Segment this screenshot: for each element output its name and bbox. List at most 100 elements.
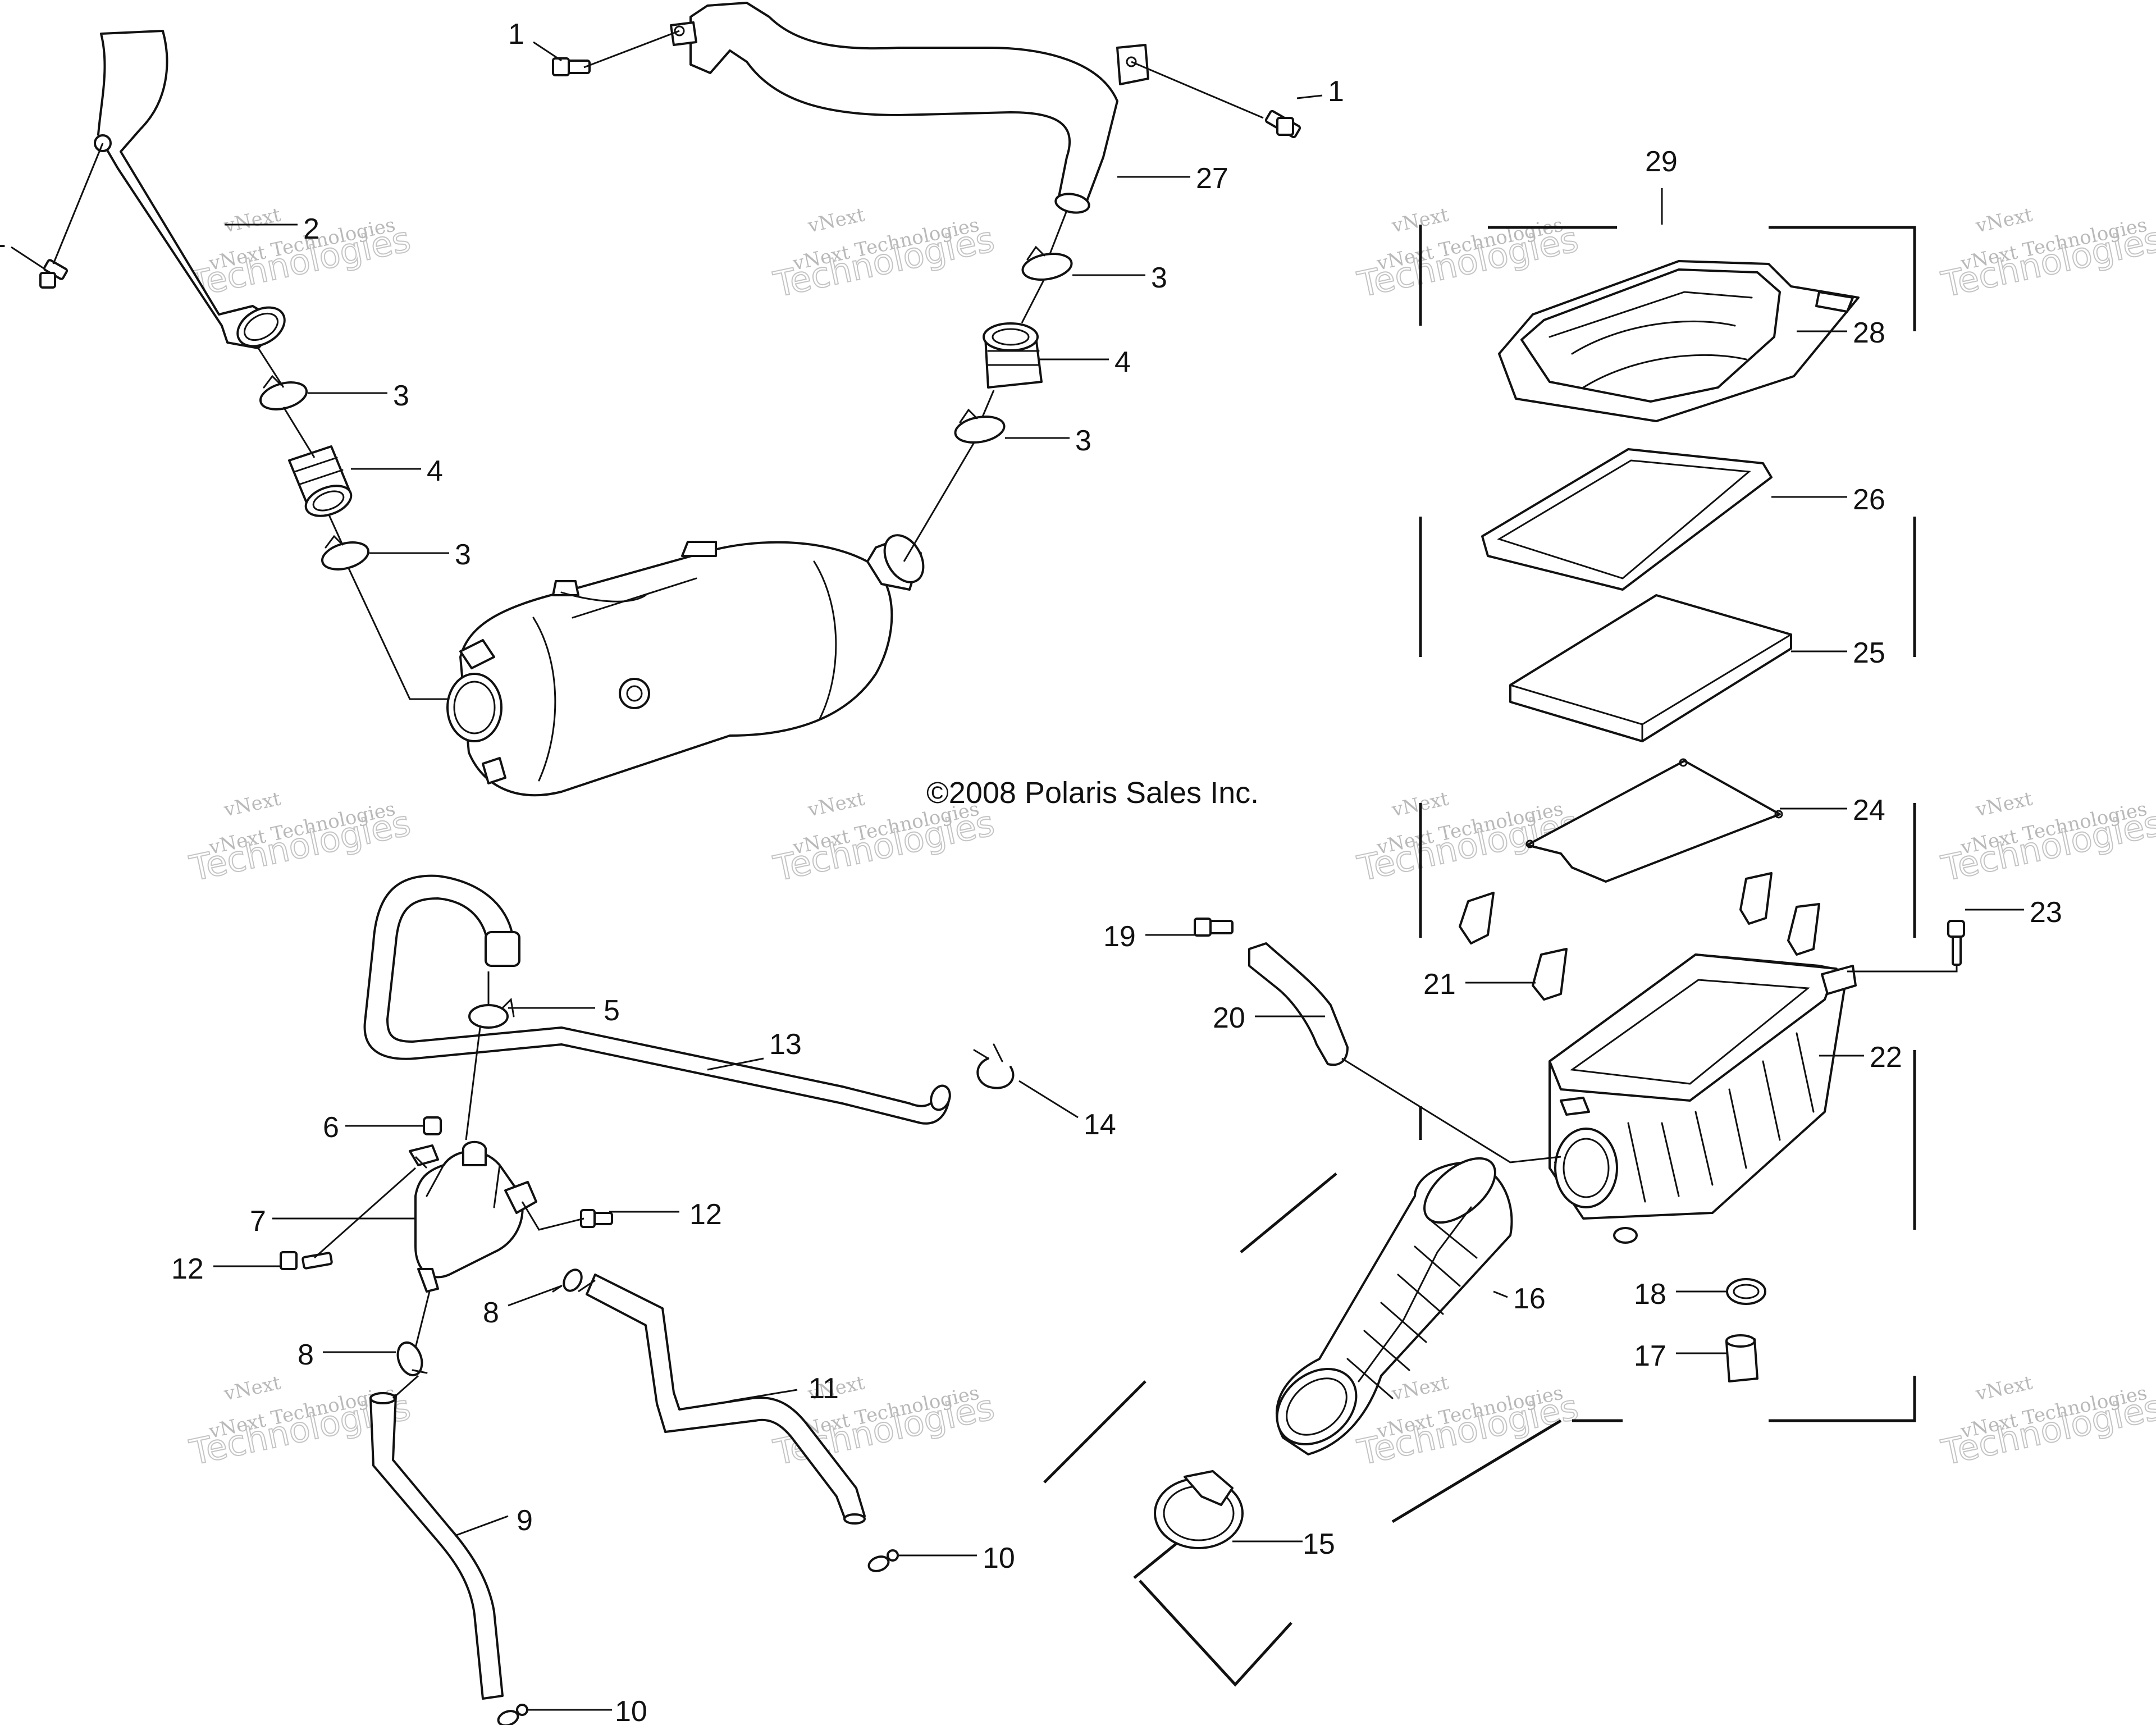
watermark: Technologies vNext vNext Technologies	[770, 203, 999, 305]
nut-6[interactable]	[423, 1116, 442, 1135]
watermark: Technologies vNext vNext Technologies	[1354, 787, 1583, 889]
callout-24: 24	[1780, 794, 1885, 827]
svg-text:©2008 Polaris Sales Inc.: ©2008 Polaris Sales Inc.	[926, 776, 1259, 810]
clip-21[interactable]	[1532, 948, 1568, 1001]
vent-hose-13[interactable]	[363, 874, 953, 1125]
callout-19: 19	[1103, 920, 1196, 953]
clamp-3[interactable]	[319, 535, 372, 574]
svg-text:8: 8	[298, 1339, 314, 1371]
callout-2: 2	[225, 213, 319, 245]
svg-text:10: 10	[615, 1695, 647, 1725]
svg-text:12: 12	[171, 1253, 204, 1285]
bolt-1[interactable]	[552, 57, 591, 76]
svg-text:10: 10	[983, 1542, 1015, 1575]
callout-9: 9	[454, 1504, 533, 1537]
seal-26[interactable]	[1481, 448, 1773, 591]
svg-text:14: 14	[1084, 1108, 1116, 1141]
clip-21[interactable]	[1739, 872, 1773, 925]
callout-3c: 3	[1072, 262, 1167, 294]
watermark: Technologies vNext vNext Technologies	[770, 1371, 999, 1473]
callout-27: 27	[1117, 162, 1228, 195]
airbox-base-22[interactable]	[1549, 953, 1857, 1244]
clamp-10[interactable]	[496, 1704, 528, 1725]
clip-21[interactable]	[1787, 903, 1820, 956]
clamp-8[interactable]	[394, 1339, 428, 1379]
clamp-14[interactable]	[973, 1043, 1015, 1089]
callout-1b: 1	[508, 18, 562, 62]
svg-text:9: 9	[517, 1504, 533, 1537]
svg-text:20: 20	[1213, 1002, 1245, 1034]
svg-text:25: 25	[1853, 637, 1885, 669]
callout-3a: 3	[308, 380, 409, 412]
svg-text:27: 27	[1196, 162, 1228, 195]
svg-text:13: 13	[769, 1028, 802, 1061]
bolt-19[interactable]	[1194, 918, 1234, 937]
vent-hose-11[interactable]	[586, 1274, 866, 1525]
svg-text:26: 26	[1853, 483, 1885, 516]
callout-17: 17	[1634, 1340, 1726, 1372]
clamp-5[interactable]	[468, 997, 515, 1029]
bolt-12[interactable]	[280, 1251, 333, 1270]
clamp-15[interactable]	[1154, 1470, 1244, 1549]
clamp-3[interactable]	[953, 408, 1006, 446]
callout-11: 11	[729, 1372, 839, 1405]
callout-4b: 4	[1039, 346, 1131, 378]
filter-screen-24[interactable]	[1525, 758, 1783, 883]
fuel-vent-valve-7[interactable]	[409, 1140, 537, 1293]
callout-20: 20	[1213, 1002, 1325, 1034]
drain-hose-9[interactable]	[369, 1392, 504, 1700]
svg-text:1: 1	[508, 18, 524, 51]
watermark: Technologies vNext vNext Technologies	[1938, 1371, 2156, 1473]
callout-13: 13	[707, 1028, 802, 1071]
svg-text:22: 22	[1870, 1041, 1902, 1074]
clamp-18[interactable]	[1726, 1278, 1766, 1305]
bolt-1[interactable]	[1264, 109, 1301, 139]
callout-6: 6	[323, 1111, 424, 1144]
watermark: Technologies vNext vNext Technologies	[1938, 203, 2156, 305]
svg-text:vNext: vNext	[806, 787, 867, 822]
cvt-housing[interactable]	[446, 528, 931, 797]
coupler-4[interactable]	[288, 445, 355, 522]
svg-text:vNext: vNext	[222, 203, 283, 238]
callout-25: 25	[1791, 637, 1885, 669]
coupler-4[interactable]	[983, 322, 1043, 389]
air-filter-25[interactable]	[1509, 594, 1792, 742]
callout-1c: 1	[1296, 75, 1344, 108]
callout-28: 28	[1797, 317, 1885, 349]
callout-15: 15	[1232, 1528, 1335, 1560]
bolt-12[interactable]	[580, 1209, 613, 1228]
callout-18: 18	[1634, 1278, 1726, 1311]
clamp-3[interactable]	[258, 375, 310, 414]
callout-3b: 3	[369, 539, 471, 571]
clamp-10[interactable]	[867, 1549, 899, 1573]
bracket-20[interactable]	[1248, 942, 1349, 1066]
callout-23: 23	[1965, 896, 2062, 929]
svg-text:5: 5	[604, 994, 620, 1027]
callout-10a: 10	[898, 1542, 1015, 1575]
callout-21: 21	[1423, 968, 1536, 1001]
svg-text:18: 18	[1634, 1278, 1666, 1311]
svg-text:vNext: vNext	[1974, 203, 2035, 238]
svg-text:1: 1	[1328, 75, 1344, 108]
callout-29: 29	[1645, 145, 1678, 225]
clamp-3[interactable]	[1021, 245, 1074, 283]
callout-12a: 12	[609, 1198, 722, 1231]
bolt-23[interactable]	[1947, 920, 1965, 966]
intake-boot-16[interactable]	[1262, 1146, 1513, 1459]
svg-text:7: 7	[250, 1205, 266, 1238]
callout-3d: 3	[1005, 425, 1091, 457]
bolt-1[interactable]	[39, 259, 68, 289]
svg-text:28: 28	[1853, 317, 1885, 349]
svg-text:vNext: vNext	[222, 787, 283, 822]
intake-duct-27[interactable]	[670, 2, 1149, 215]
svg-text:3: 3	[1075, 425, 1091, 457]
svg-text:19: 19	[1103, 920, 1136, 953]
watermark: Technologies vNext vNext Technologies	[1354, 203, 1583, 305]
intake-duct-2[interactable]	[94, 30, 291, 354]
callout-26: 26	[1771, 483, 1885, 516]
airbox-lid-28[interactable]	[1498, 260, 1860, 422]
clip-21[interactable]	[1459, 892, 1495, 944]
callout-12b: 12	[171, 1253, 281, 1285]
cap-17[interactable]	[1725, 1334, 1758, 1382]
callout-1a: 1	[0, 221, 44, 270]
